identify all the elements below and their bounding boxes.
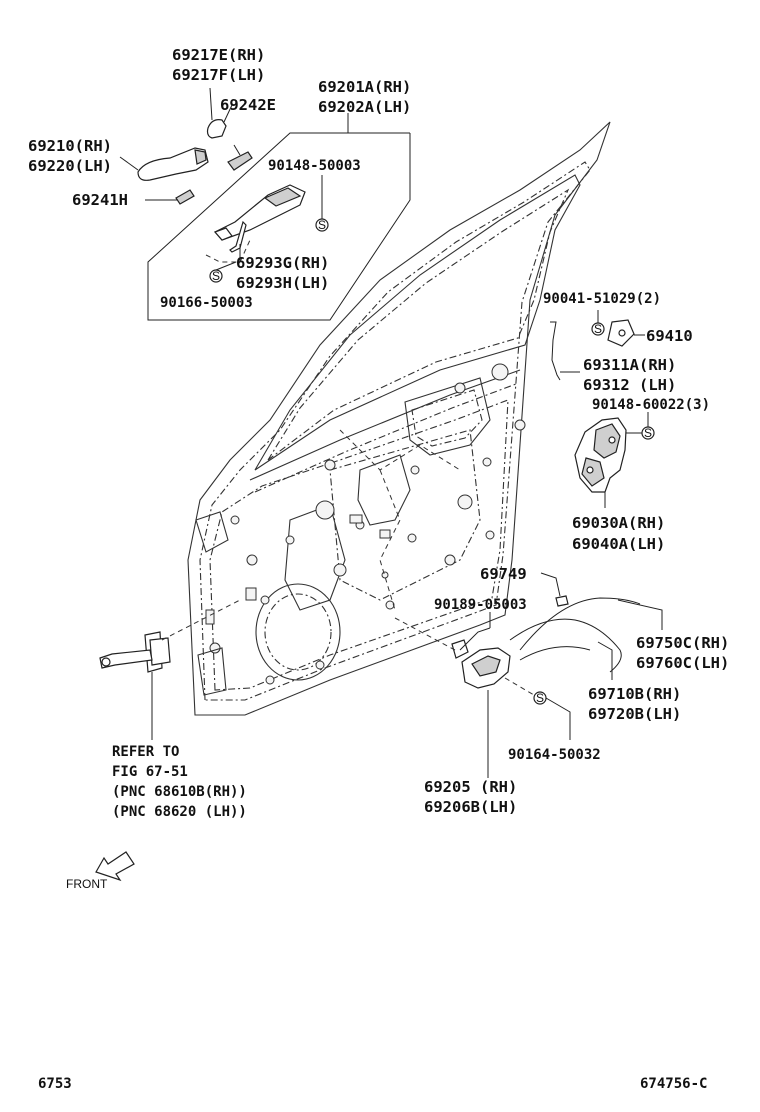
cable-clip — [555, 595, 569, 607]
label-69202a: 69202A(LH) — [318, 98, 411, 116]
refer-line-1: REFER TO — [112, 744, 179, 760]
door-check-arm — [99, 649, 153, 669]
label-69201a: 69201A(RH) — [318, 78, 411, 96]
refer-line-3: (PNC 68610B(RH)) — [112, 784, 247, 800]
label-90041-51029: 90041-51029(2) — [543, 291, 661, 307]
cable-and-inside-handle-group: S — [394, 572, 663, 778]
door-check-group — [99, 599, 241, 740]
label-69205: 69205 (RH) — [424, 778, 517, 796]
label-69710b: 69710B(RH) — [588, 685, 681, 703]
front-door-panel — [187, 121, 611, 716]
refer-line-2: FIG 67-51 — [112, 764, 188, 780]
lock-cable-outer — [519, 597, 641, 651]
label-69293g: 69293G(RH) — [236, 254, 329, 272]
label-69312: 69312 (LH) — [583, 376, 676, 394]
front-direction-label: FRONT — [66, 877, 108, 891]
label-69241h: 69241H — [72, 191, 128, 209]
label-69720b: 69720B(LH) — [588, 705, 681, 723]
lock-cable-inner — [509, 618, 622, 673]
label-69040a: 69040A(LH) — [572, 535, 665, 553]
label-69410: 69410 — [646, 327, 693, 345]
s-mark-icon: S — [318, 218, 326, 232]
label-69242e: 69242E — [220, 96, 276, 114]
handle-cap — [206, 119, 227, 139]
label-69210: 69210(RH) — [28, 137, 112, 155]
s-mark-icon: S — [644, 426, 652, 440]
outside-handle — [137, 147, 209, 181]
outside-handle-group: S S — [119, 87, 411, 321]
door-lock-group: S S — [550, 310, 655, 508]
label-69030a: 69030A(RH) — [572, 514, 665, 532]
handle-pad-front — [175, 189, 195, 205]
label-69217e: 69217E(RH) — [172, 46, 265, 64]
label-90148-60022: 90148-60022(3) — [592, 397, 710, 413]
front-arrow-icon — [95, 851, 135, 882]
label-69206b: 69206B(LH) — [424, 798, 517, 816]
handle-pad-rear — [227, 151, 253, 171]
s-mark-icon: S — [536, 691, 544, 705]
label-90164-50032: 90164-50032 — [508, 747, 601, 763]
page-number: 6753 — [38, 1076, 72, 1092]
label-90189-05003: 90189-05003 — [434, 597, 527, 613]
label-69293h: 69293H(LH) — [236, 274, 329, 292]
s-mark-icon: S — [594, 322, 602, 336]
label-69220: 69220(LH) — [28, 157, 112, 175]
label-69311a: 69311A(RH) — [583, 356, 676, 374]
label-90166-50003: 90166-50003 — [160, 295, 253, 311]
label-69749: 69749 — [480, 565, 527, 583]
label-69760c: 69760C(LH) — [636, 654, 729, 672]
label-69217f: 69217F(LH) — [172, 66, 265, 84]
figure-id: 674756-C — [640, 1076, 707, 1092]
s-mark-icon: S — [212, 269, 220, 283]
lock-rod — [550, 321, 561, 381]
label-69750c: 69750C(RH) — [636, 634, 729, 652]
label-90148-50003: 90148-50003 — [268, 158, 361, 174]
refer-line-4: (PNC 68620 (LH)) — [112, 804, 247, 820]
